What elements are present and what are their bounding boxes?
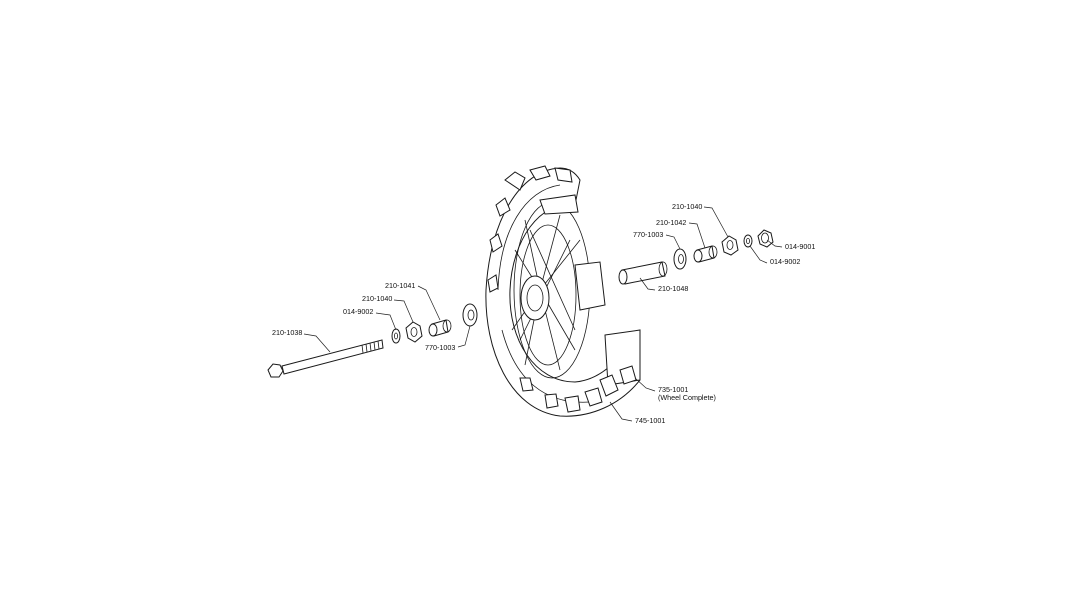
callout-735-1001-number: 735-1001: [658, 385, 689, 394]
callout-210-1041: 210-1041: [385, 281, 416, 290]
nut-210-1040-right: [721, 235, 739, 256]
nut-210-1040-left: [405, 321, 423, 343]
washer-014-9002-right: [743, 234, 753, 248]
callout-745-1001: 745-1001: [635, 416, 666, 425]
callout-210-1042: 210-1042: [656, 218, 687, 227]
callout-735-1001: 735-1001 (Wheel Complete): [658, 385, 716, 403]
spacer-210-1048: [618, 261, 668, 285]
callout-210-1040-left: 210-1040: [362, 294, 393, 303]
callout-210-1038: 210-1038: [272, 328, 303, 337]
callout-014-9002-left: 014-9002: [343, 307, 374, 316]
callout-210-1040-right: 210-1040: [672, 202, 703, 211]
callout-735-1001-note: (Wheel Complete): [658, 393, 716, 403]
spacer-210-1041: [428, 319, 452, 337]
callout-770-1003-left: 770-1003: [425, 343, 456, 352]
spacer-210-1042: [693, 245, 718, 263]
nut-014-9001: [757, 229, 774, 248]
callout-770-1003-right: 770-1003: [633, 230, 664, 239]
callout-014-9001: 014-9001: [785, 242, 816, 251]
bearing-770-1003-left: [462, 303, 478, 327]
washer-014-9002-left: [391, 328, 401, 344]
axle-210-1038: [267, 339, 384, 378]
wheel-assembly: [485, 165, 641, 417]
bearing-770-1003-right: [673, 248, 687, 270]
callout-210-1048: 210-1048: [658, 284, 689, 293]
leader-lines: [303, 206, 783, 422]
callout-014-9002-right: 014-9002: [770, 257, 801, 266]
